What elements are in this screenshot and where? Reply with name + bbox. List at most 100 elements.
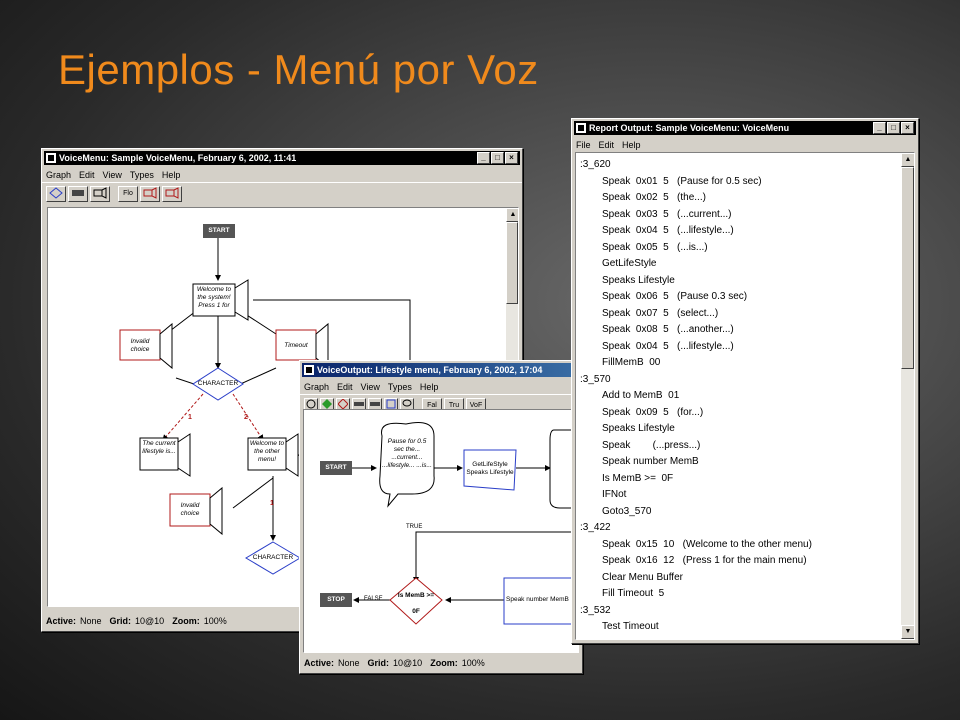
report-window[interactable]: Report Output: Sample VoiceMenu: VoiceMe… (571, 118, 919, 644)
report-line: Speak 0x06 5 (Pause 0.3 sec) (602, 291, 748, 302)
circle-icon (306, 399, 316, 409)
character-node[interactable]: CHARACTER (197, 380, 239, 387)
red-diamond-icon (337, 398, 349, 410)
menu-help[interactable]: Help (161, 169, 181, 180)
diamond-icon (49, 187, 63, 199)
minimize-button[interactable]: _ (873, 122, 886, 134)
start-node-shape (203, 224, 235, 238)
start-node[interactable]: START (325, 464, 347, 471)
menu-types[interactable]: Types (387, 381, 412, 392)
red-speaker-icon (165, 187, 179, 199)
menu-file[interactable]: File (576, 139, 591, 150)
toolbar: Flo (42, 182, 522, 205)
zoom-value: 100% (203, 616, 227, 626)
app-icon (46, 153, 56, 163)
is-memb-value: 0F (412, 608, 420, 615)
report-label-line: :3_422 (580, 522, 611, 533)
scroll-up-button[interactable]: ▲ (506, 208, 518, 222)
red-speaker-tool-button[interactable] (140, 186, 160, 202)
diamond-tool-button[interactable] (46, 186, 66, 202)
menu-edit[interactable]: Edit (598, 139, 615, 150)
menu-edit[interactable]: Edit (79, 169, 95, 180)
branch-label-1: 1 (188, 414, 192, 421)
vertical-scrollbar[interactable]: ▲ ▼ (901, 153, 914, 639)
flo-button[interactable]: Flo (118, 186, 138, 202)
false-label: FALSE (364, 596, 383, 602)
true-label: TRUE (406, 524, 423, 530)
speech-balloon-icon (402, 399, 412, 407)
report-line: Speak 0x08 5 (...another...) (602, 324, 734, 335)
grid-value: 10@10 (135, 616, 165, 626)
menu-view[interactable]: View (360, 381, 380, 392)
grid-label: Grid: (367, 658, 390, 668)
welcome-node[interactable]: Welcome to the system! Press 1 for (196, 286, 232, 309)
report-line: Is MemB >= 0F (602, 472, 674, 484)
close-button[interactable]: × (505, 152, 518, 164)
report-line: Speak 0x05 5 (...is...) (602, 241, 708, 253)
start-node[interactable]: START (208, 227, 230, 234)
report-line: Speak 0x04 5 (...lifestyle...) (602, 225, 734, 236)
speak-number-node[interactable]: Speak number MemB (506, 596, 569, 603)
report-line: Speaks Lifestyle (602, 423, 675, 434)
branch-label-2: 2 (244, 414, 248, 421)
menu-types[interactable]: Types (129, 169, 154, 180)
report-line: Test Timeout (602, 621, 659, 632)
voiceoutput-titlebar[interactable]: VoiceOutput: Lifestyle menu, February 6,… (302, 363, 580, 377)
zoom-label: Zoom: (172, 616, 200, 626)
flow-diagram (320, 422, 578, 625)
scroll-thumb[interactable] (506, 222, 518, 304)
menu-graph[interactable]: Graph (304, 381, 330, 392)
report-line: Speak 0x07 5 (select...) (602, 307, 719, 319)
report-line: Speak number MemB (602, 456, 699, 467)
invalid-choice-node[interactable]: Invalid choice (130, 338, 150, 353)
speaker-icon (93, 187, 107, 199)
maximize-button[interactable]: □ (887, 122, 900, 134)
is-memb-node[interactable]: Is MemB >= (397, 592, 435, 599)
invalid-choice-2-node[interactable]: Invalid choice (180, 502, 200, 517)
stop-node[interactable]: STOP (327, 596, 345, 603)
window-title: Report Output: Sample VoiceMenu: VoiceMe… (589, 123, 790, 133)
statusbar: Active: None Grid: 10@10 Zoom: 100% (304, 656, 578, 670)
scroll-up-button[interactable]: ▲ (901, 153, 914, 167)
scroll-thumb[interactable] (901, 167, 914, 369)
statusbar: Active: None Grid: 10@10 Zoom: 100% (46, 614, 518, 628)
menu-help[interactable]: Help (419, 381, 439, 392)
process-tool-button[interactable] (68, 186, 88, 202)
pause-balloon-node[interactable]: Pause for 0.5 sec the... ...current... .… (382, 438, 432, 469)
menubar: Graph Edit View Types Help (300, 379, 582, 394)
menu-view[interactable]: View (102, 169, 122, 180)
report-titlebar[interactable]: Report Output: Sample VoiceMenu: VoiceMe… (574, 121, 916, 135)
report-line: Clear Menu Buffer (602, 571, 683, 583)
zoom-value: 100% (461, 658, 485, 668)
menubar: Graph Edit View Types Help (42, 167, 522, 182)
branch-label-1b: 1 (270, 500, 274, 507)
red-speaker2-tool-button[interactable] (162, 186, 182, 202)
menu-edit[interactable]: Edit (337, 381, 353, 392)
timeout-node[interactable]: Timeout (284, 342, 308, 349)
character-2-node[interactable]: CHARACTER (252, 554, 294, 561)
voiceoutput-canvas[interactable]: START Pause for 0.5 sec the... ...curren… (303, 409, 579, 653)
report-line: Speak 0x09 5 (for...) (602, 406, 704, 418)
menu-help[interactable]: Help (622, 139, 641, 150)
report-line: FillMemB 00 (602, 357, 661, 368)
close-button[interactable]: × (901, 122, 914, 134)
scroll-down-button[interactable]: ▼ (901, 625, 914, 639)
voiceoutput-window[interactable]: VoiceOutput: Lifestyle menu, February 6,… (299, 360, 583, 674)
window-title: VoiceOutput: Lifestyle menu, February 6,… (317, 365, 543, 375)
active-label: Active: (304, 658, 335, 668)
current-lifestyle-node[interactable]: The current lifestyle is... (142, 440, 176, 455)
getlifestyle-node[interactable]: GetLifeStyle Speaks Lifestyle (466, 461, 514, 476)
voicemenu-titlebar[interactable]: VoiceMenu: Sample VoiceMenu, February 6,… (44, 151, 520, 165)
report-line: Goto3_570 (602, 505, 652, 517)
menubar: File Edit Help (572, 137, 918, 152)
menu-graph[interactable]: Graph (46, 169, 72, 180)
report-line: Speak 0x01 5 (Pause for 0.5 sec) (602, 175, 762, 187)
speaker-tool-button[interactable] (90, 186, 110, 202)
welcome-other-node[interactable]: Welcome to the other menu! (249, 440, 285, 463)
minimize-button[interactable]: _ (477, 152, 490, 164)
report-line: Speak 0x16 12 (Press 1 for the main menu… (602, 555, 807, 566)
report-line: Speak 0x02 5 (the...) (602, 192, 706, 203)
maximize-button[interactable]: □ (491, 152, 504, 164)
grid-label: Grid: (109, 616, 132, 626)
